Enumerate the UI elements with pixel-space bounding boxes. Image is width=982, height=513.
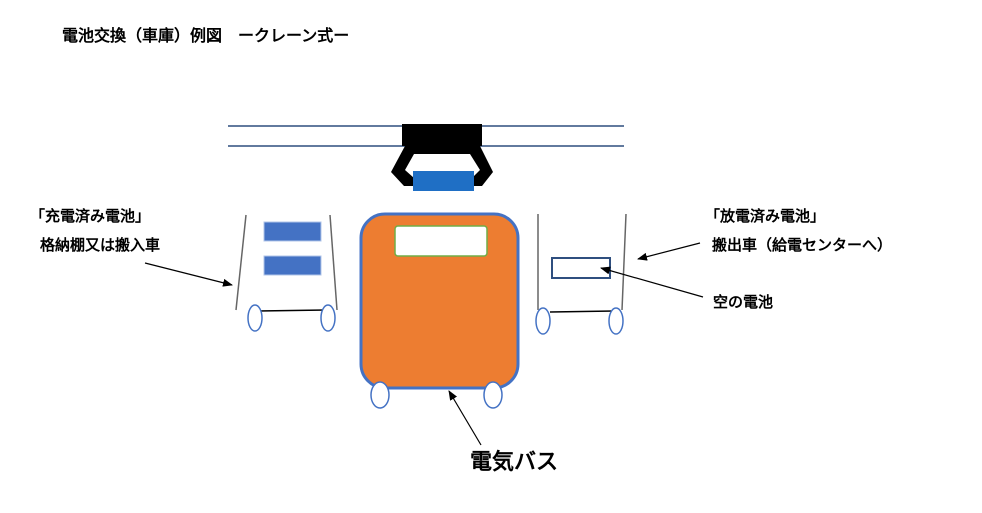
cart-right-post — [621, 213, 627, 311]
discharged-battery-label: 「放電済み電池」 — [705, 207, 826, 225]
charged-battery-1 — [263, 221, 322, 242]
cart-wheel-right — [608, 307, 624, 335]
electric-bus — [359, 212, 520, 409]
arrow-to-bus — [448, 390, 482, 446]
arrow-to-discharged-cart — [637, 242, 701, 261]
charged-battery-sublabel: 格納棚又は搬入車 — [40, 236, 161, 254]
bus-body — [359, 212, 520, 390]
arrow-to-charged-cart — [144, 262, 233, 287]
bus-wheel-left — [370, 381, 390, 409]
bus-label: 電気バス — [470, 450, 559, 475]
page-title: 電池交換（車庫）例図 ークレーン式ー — [62, 26, 350, 45]
discharged-battery-cart — [535, 213, 627, 335]
discharged-battery-sublabel: 搬出車（給電センターへ） — [712, 236, 893, 254]
cart-right-post — [329, 214, 338, 311]
bus-battery-slot — [394, 225, 488, 257]
arrow-to-empty-battery — [600, 266, 704, 298]
bus-wheel-right — [483, 381, 503, 409]
charged-battery-2 — [263, 255, 322, 276]
cart-left-post — [235, 214, 247, 311]
cart-base — [257, 309, 327, 312]
crane-battery — [413, 171, 474, 191]
charged-battery-cart — [235, 214, 338, 332]
cart-wheel-right — [320, 304, 336, 332]
cart-wheel-left — [535, 307, 551, 335]
crane — [391, 124, 493, 191]
crane-trolley — [402, 124, 482, 146]
empty-battery-label: 空の電池 — [713, 293, 774, 311]
charged-battery-label: 「充電済み電池」 — [30, 207, 151, 225]
crane-gripper — [391, 146, 493, 186]
cart-base — [549, 310, 615, 313]
cart-wheel-left — [247, 304, 263, 332]
